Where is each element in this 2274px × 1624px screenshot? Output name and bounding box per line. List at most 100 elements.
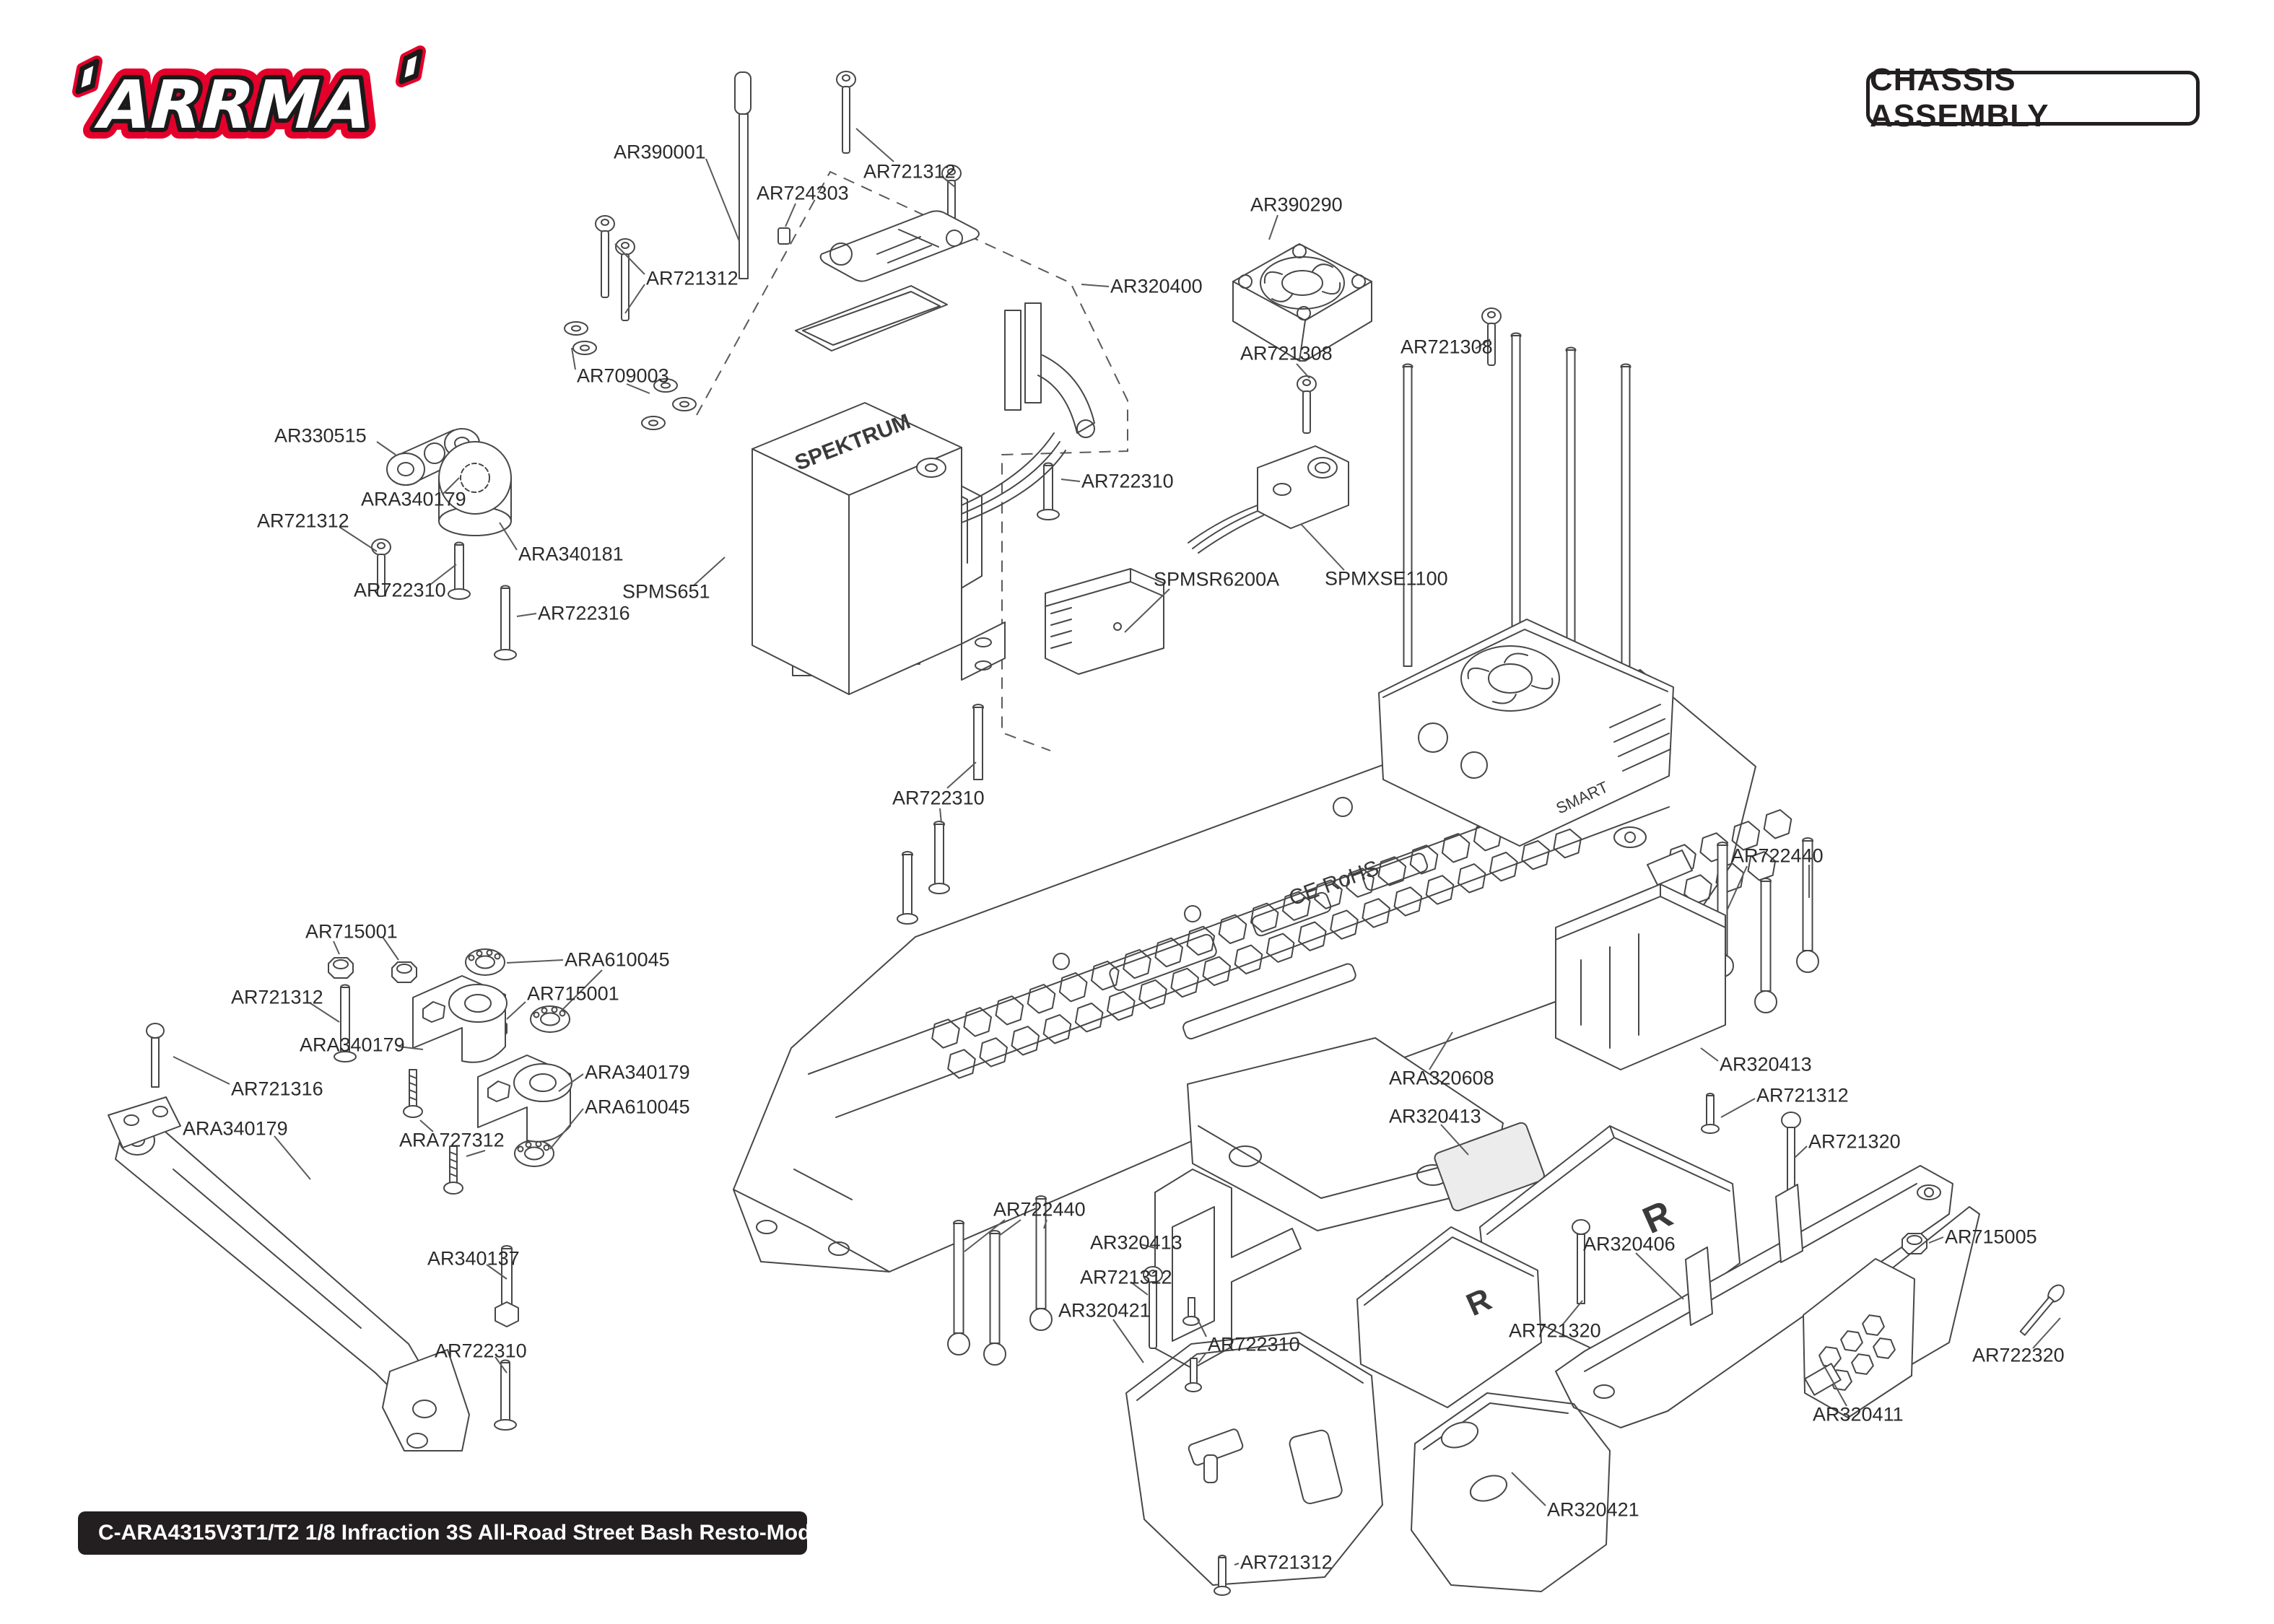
page-title: CHASSIS ASSEMBLY xyxy=(1866,62,2200,134)
part-label: AR320406 xyxy=(1583,1233,1676,1255)
part-label: AR390001 xyxy=(614,141,706,163)
part-label: AR320413 xyxy=(1720,1053,1812,1075)
part-label: SPMSR6200A xyxy=(1154,568,1280,590)
side-rail-drawing xyxy=(1555,1165,1953,1428)
pin-drawing xyxy=(897,704,984,925)
part-label: AR320421 xyxy=(1058,1299,1151,1322)
part-label: AR390290 xyxy=(1250,193,1343,216)
screw-drawing xyxy=(1297,375,1317,434)
washer-drawing xyxy=(564,321,588,336)
svg-text:ARRMA: ARRMA xyxy=(90,66,380,144)
page-title-text: CHASSIS ASSEMBLY xyxy=(1870,62,2049,134)
screw-drawing xyxy=(2019,1284,2065,1336)
grommet-drawing xyxy=(777,227,790,245)
bearing-drawing xyxy=(530,1005,570,1033)
part-label: SPMXSE1100 xyxy=(1325,567,1448,590)
part-label: ARA340179 xyxy=(361,488,466,510)
steering-rack-drawing xyxy=(108,1096,470,1451)
pin-drawing xyxy=(494,1359,517,1431)
part-label: AR722316 xyxy=(538,602,630,624)
part-label: AR722440 xyxy=(1731,844,1824,867)
screw-drawing xyxy=(615,238,635,321)
screw-drawing xyxy=(1182,1297,1202,1392)
part-label: AR722310 xyxy=(354,579,446,601)
part-label: AR721312 xyxy=(1240,1551,1333,1573)
receiver-drawing xyxy=(1045,568,1164,675)
part-label: AR721308 xyxy=(1240,342,1333,364)
part-label: AR722310 xyxy=(435,1340,527,1362)
part-label: AR320413 xyxy=(1090,1231,1182,1254)
part-label: AR330515 xyxy=(274,424,367,447)
pin-drawing xyxy=(448,541,471,600)
screw-drawing xyxy=(146,1023,165,1088)
part-label: AR721316 xyxy=(231,1078,323,1100)
nut-drawing xyxy=(328,957,354,979)
model-id-bar: C-ARA4315V3T1/T2 1/8 Infraction 3S All-R… xyxy=(78,1511,925,1555)
part-label: ARA610045 xyxy=(565,948,670,971)
part-label: AR721320 xyxy=(1808,1130,1901,1153)
wire-clip-drawing xyxy=(1004,302,1095,438)
part-label: AR722310 xyxy=(892,787,985,809)
nut-drawing xyxy=(391,961,417,983)
part-label: AR709003 xyxy=(577,364,669,387)
mudguard-drawing xyxy=(1125,1332,1383,1586)
screw-drawing xyxy=(1214,1555,1231,1596)
esc-post-drawing xyxy=(1565,346,1577,650)
part-label: ARA727312 xyxy=(399,1129,505,1151)
part-label: AR715005 xyxy=(1945,1226,2037,1248)
part-label: AR722310 xyxy=(1081,470,1174,492)
part-label: AR721312 xyxy=(1080,1266,1172,1288)
bearing-drawing xyxy=(514,1140,554,1167)
part-label: ARA340179 xyxy=(183,1117,288,1140)
svg-text:ARRMA: ARRMA xyxy=(90,66,380,144)
model-id-text: C-ARA4315V3T1/T2 1/8 Infraction 3S All-R… xyxy=(98,1521,925,1545)
switch-drawing xyxy=(1188,445,1349,554)
part-label: ARA340181 xyxy=(518,543,624,565)
set-screw-drawing xyxy=(403,1069,423,1118)
part-label: AR724303 xyxy=(757,182,849,204)
svg-text:ARRMA: ARRMA xyxy=(90,66,380,144)
washer-drawing xyxy=(572,341,597,355)
servo-saver-drawing xyxy=(424,441,512,536)
bearing-drawing xyxy=(465,948,505,976)
part-label: ARA340179 xyxy=(300,1034,405,1056)
part-label: AR721308 xyxy=(1400,336,1493,358)
pin-drawing xyxy=(334,984,357,1062)
part-label: AR721312 xyxy=(257,510,349,532)
pin-drawing xyxy=(494,585,517,660)
fan-drawing xyxy=(1232,243,1372,362)
esc-drawing: SMART xyxy=(1378,619,1674,848)
screw-drawing xyxy=(836,71,856,154)
part-label: AR320421 xyxy=(1547,1498,1639,1521)
part-label: AR721320 xyxy=(1509,1319,1601,1342)
esc-post-drawing xyxy=(1510,332,1522,636)
box-gasket-drawing xyxy=(795,285,948,352)
logo-tick-marks xyxy=(72,45,426,97)
arrma-logo: ARRMA ARRMA ARRMA xyxy=(72,45,426,155)
long-screw-drawing xyxy=(1572,1219,1590,1304)
hinge-pin-drawing xyxy=(1754,878,1777,1013)
part-label: ARA340179 xyxy=(585,1061,690,1083)
esc-tray-drawing xyxy=(1555,850,1726,1070)
leader-lines xyxy=(173,128,2061,1566)
part-label: AR320411 xyxy=(1813,1403,1904,1426)
hinge-pin-drawing xyxy=(983,1230,1006,1366)
part-label: AR721312 xyxy=(863,160,956,183)
esc-post-drawing xyxy=(1402,363,1413,667)
battery-box-drawing: R xyxy=(1356,1226,1542,1408)
part-label: ARA320608 xyxy=(1389,1067,1494,1089)
part-label: AR722310 xyxy=(1208,1333,1300,1355)
set-screw-drawing xyxy=(443,1145,463,1195)
dashed-boundary xyxy=(696,170,1128,751)
mudguard-drawing xyxy=(1411,1392,1611,1592)
part-label: AR721312 xyxy=(1756,1084,1849,1106)
screw-drawing xyxy=(595,215,615,298)
part-label: AR721312 xyxy=(646,267,739,289)
part-label: SPMS651 xyxy=(622,580,710,603)
antenna-tube-drawing xyxy=(734,71,752,279)
bellcrank-drawing xyxy=(477,1055,572,1143)
esc-post-drawing xyxy=(1620,363,1632,667)
latch-drawing xyxy=(1188,1428,1244,1483)
box-lid-drawing xyxy=(819,210,980,282)
